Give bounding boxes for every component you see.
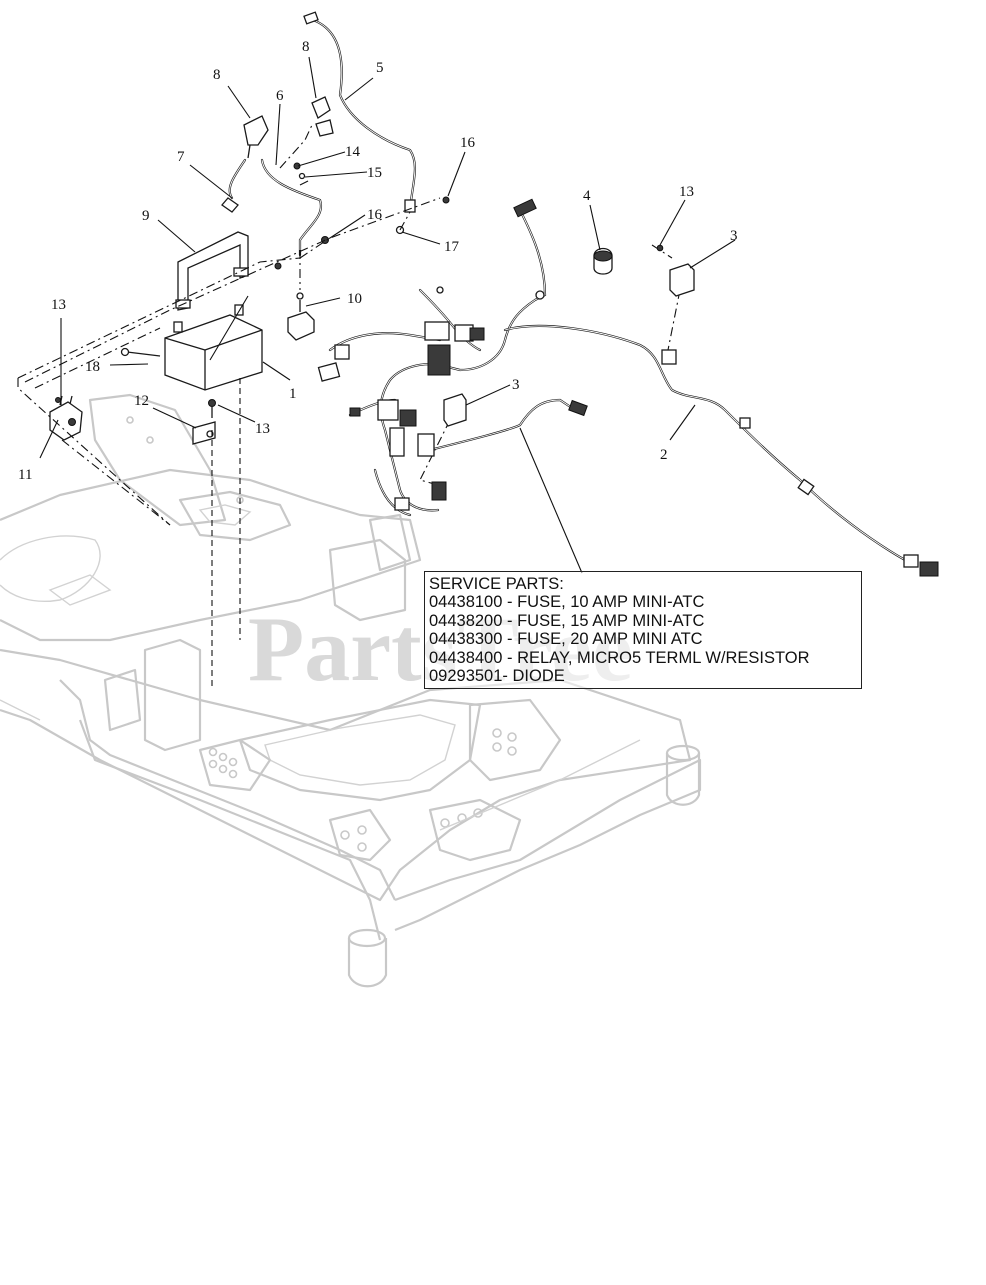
callout-9: 9 (142, 208, 150, 224)
callout-12: 12 (134, 393, 149, 409)
callout-8-left: 8 (213, 67, 221, 83)
callout-2: 2 (660, 447, 668, 463)
service-part-line: 04438300 - FUSE, 20 AMP MINI ATC (429, 630, 703, 649)
callout-16-upper: 16 (460, 135, 476, 151)
mower-frame (0, 393, 702, 988)
nut-icon (274, 262, 282, 270)
callout-14: 14 (345, 144, 361, 160)
terminal-cover-left (243, 115, 269, 159)
battery-hold-down (175, 231, 249, 311)
assembly-lines (17, 124, 681, 690)
service-part-line: 04438100 - FUSE, 10 AMP MINI-ATC (429, 593, 705, 612)
callout-17: 17 (444, 239, 460, 255)
nut-16-upper (442, 196, 450, 204)
callout-7: 7 (177, 149, 185, 165)
callout-3-upper: 3 (730, 228, 738, 244)
callout-8-right: 8 (302, 39, 310, 55)
callout-labels: 1 2 3 3 4 5 6 7 8 8 9 10 11 12 13 13 13 … (18, 39, 738, 483)
callout-13-relay: 13 (679, 184, 694, 200)
relay-lower (443, 393, 467, 427)
relay-upper (656, 244, 695, 297)
callout-5: 5 (376, 60, 384, 76)
callout-16-lower: 16 (367, 207, 383, 223)
callout-11: 11 (18, 467, 32, 483)
callout-18: 18 (85, 359, 100, 375)
ground-cable (221, 158, 247, 213)
wiring-harness (317, 198, 939, 577)
callout-6: 6 (276, 88, 284, 104)
screw-13-bracket (208, 399, 216, 418)
callout-10: 10 (347, 291, 362, 307)
leader-lines (39, 56, 736, 574)
service-part-line: 04438400 - RELAY, MICRO5 TERML W/RESISTO… (429, 648, 810, 667)
bolt-18 (120, 347, 161, 357)
battery-cable-positive (303, 11, 416, 213)
power-outlet (593, 247, 613, 275)
callout-13-bracket: 13 (255, 421, 270, 437)
service-part-line: 09293501- DIODE (429, 667, 565, 686)
terminal-cover-right (311, 96, 334, 137)
boot-10 (287, 292, 315, 341)
screw-14 (293, 162, 301, 170)
service-parts-heading: SERVICE PARTS: (429, 575, 564, 593)
service-parts-box: SERVICE PARTS: 04438100 - FUSE, 10 AMP M… (424, 571, 862, 689)
seat-switch (49, 395, 83, 441)
service-part-line: 04438200 - FUSE, 15 AMP MINI-ATC (429, 611, 705, 630)
callout-1: 1 (289, 386, 297, 402)
callout-3-lower: 3 (512, 377, 520, 393)
washer-15 (298, 172, 306, 180)
callout-13-left: 13 (51, 297, 66, 313)
battery-cable-negative (260, 158, 323, 257)
screw-13-relay (656, 244, 664, 252)
callout-15: 15 (367, 165, 382, 181)
callout-4: 4 (583, 188, 591, 204)
battery (164, 304, 263, 391)
